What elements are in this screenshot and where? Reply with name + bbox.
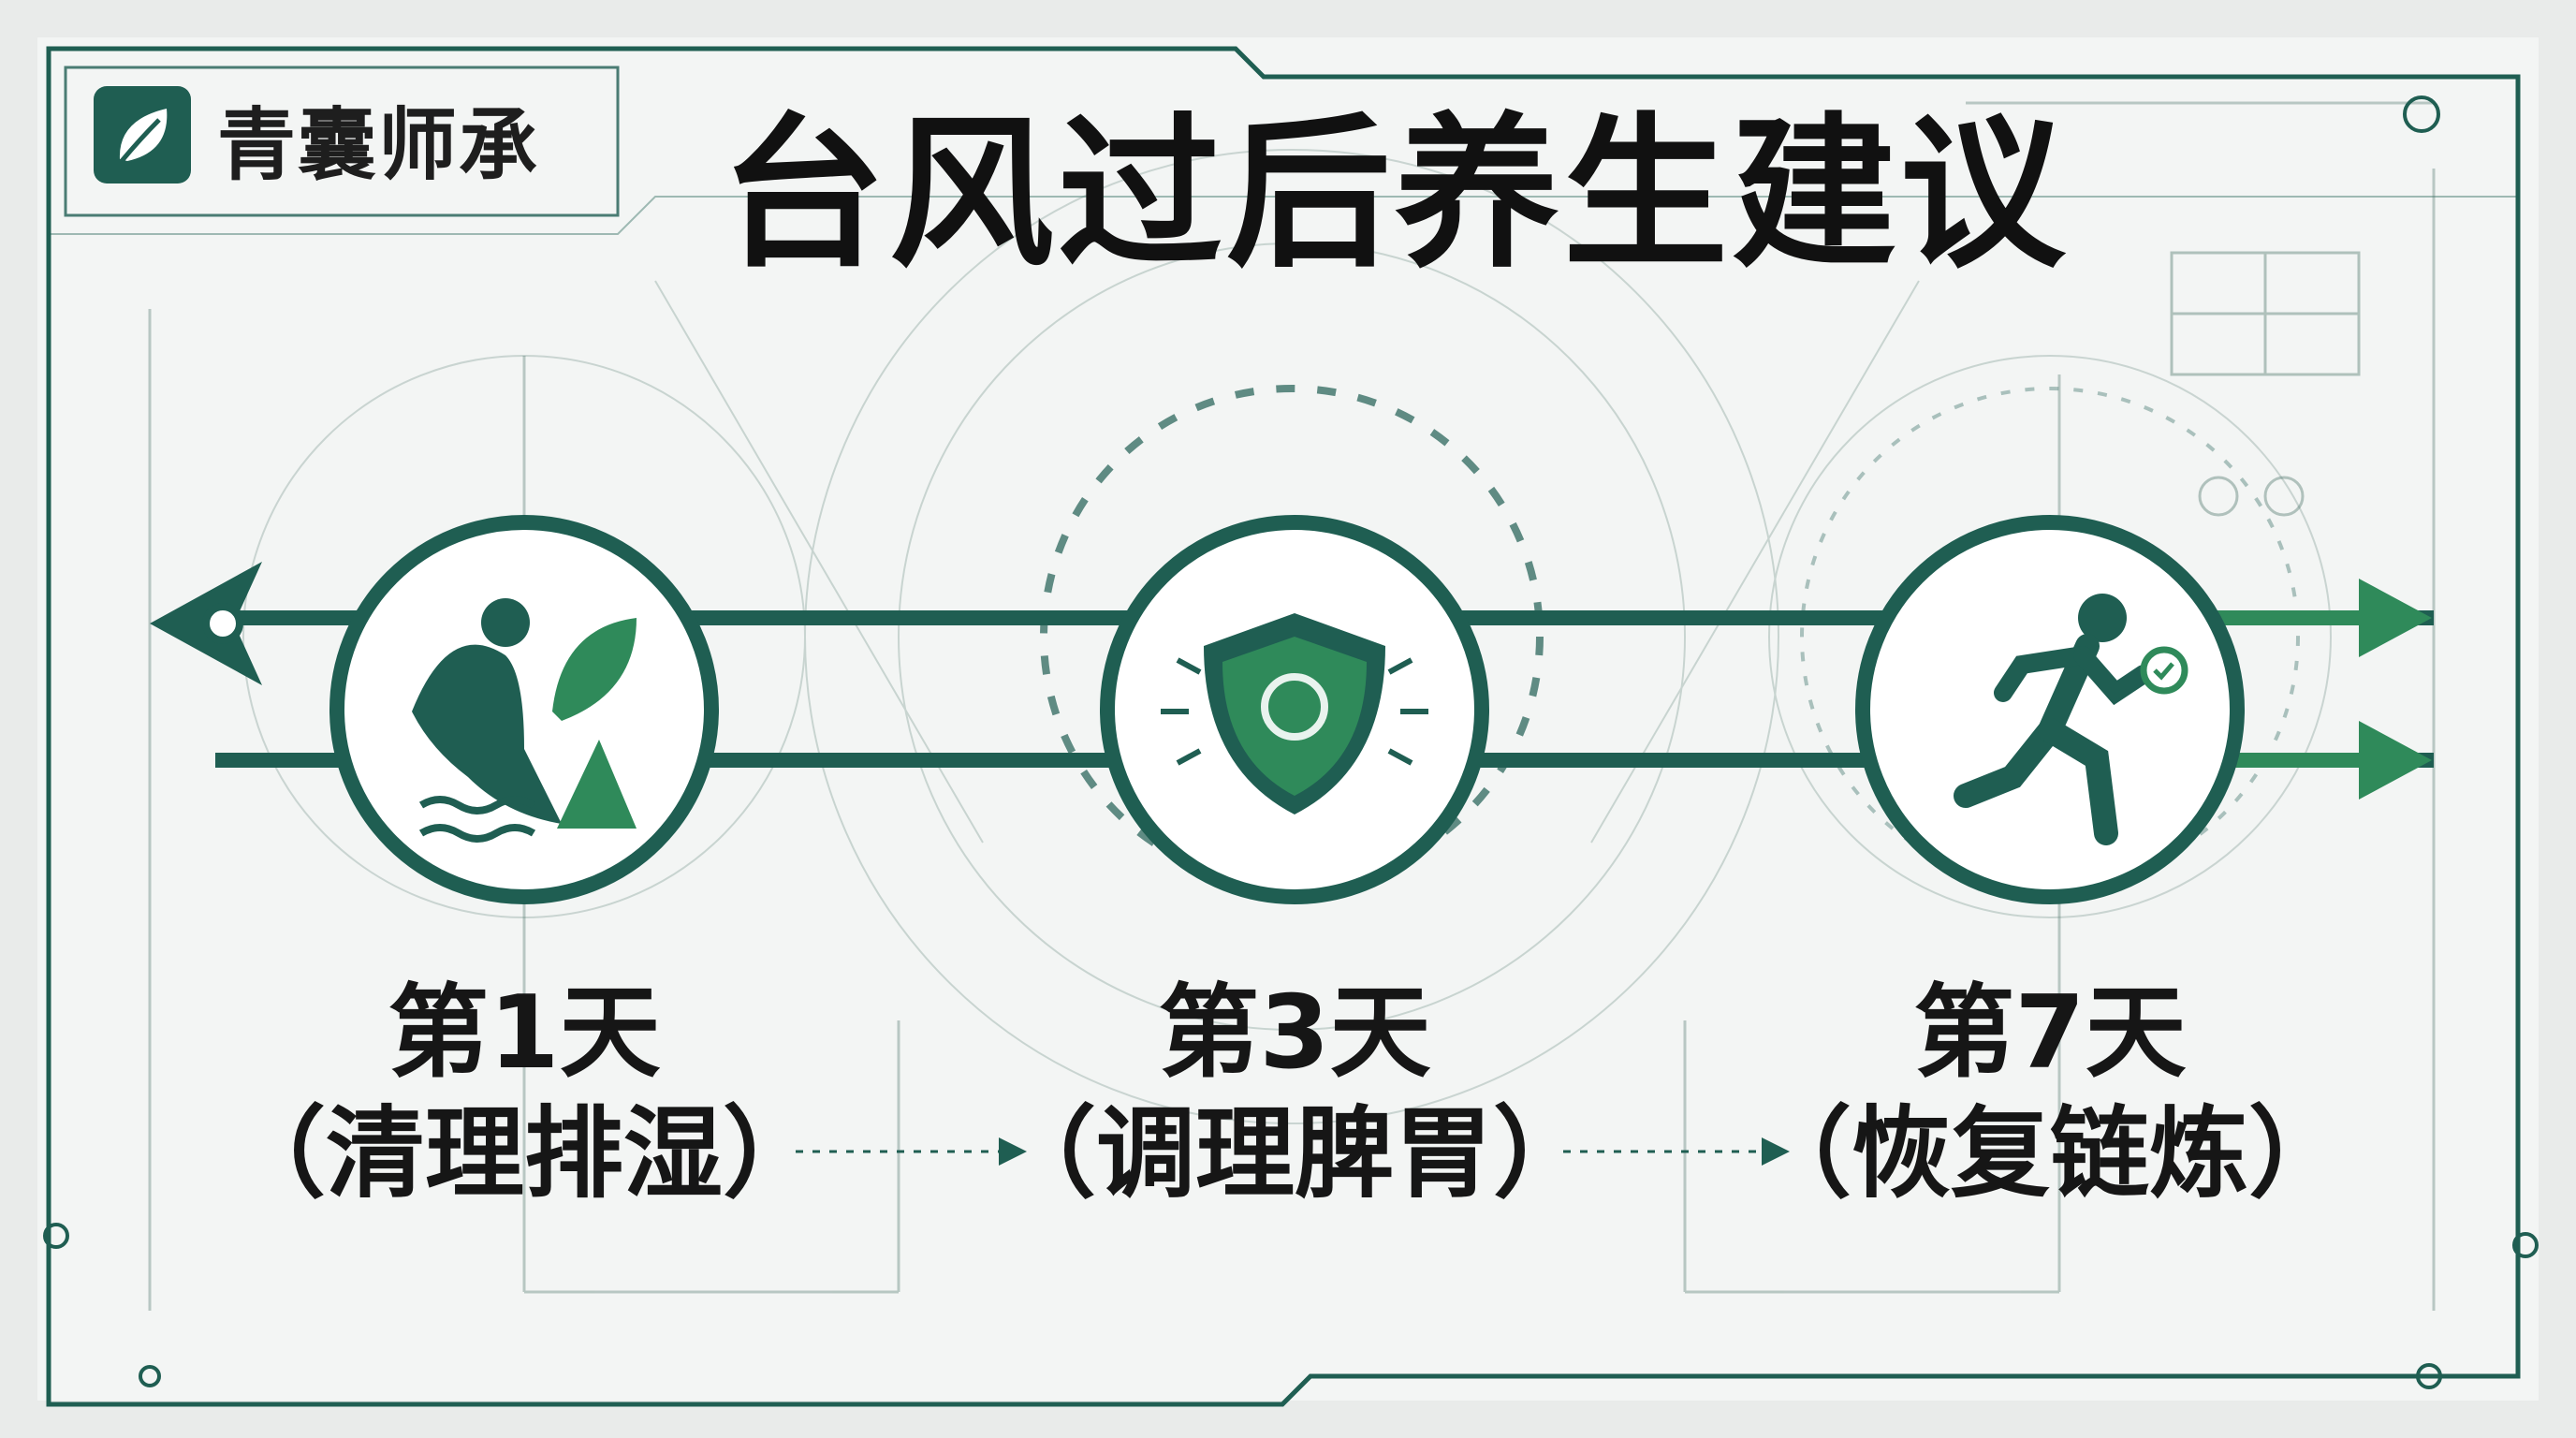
right-arrow-top-icon <box>2359 579 2432 657</box>
stage-1-desc: （清理排湿） <box>227 1096 822 1211</box>
stage-1-day: 第1天 <box>388 975 661 1092</box>
stage-2-desc: （调理脾胃） <box>997 1096 1592 1211</box>
brand-logo <box>94 86 191 183</box>
stage-3-desc: （恢复链炼） <box>1752 1096 2348 1211</box>
stage-2-day: 第3天 <box>1158 975 1431 1092</box>
water-plant-icon <box>412 598 637 843</box>
leaf-icon <box>119 109 168 163</box>
stage-1-circle <box>329 515 719 904</box>
page-title: 台风过后养生建议 <box>721 98 2070 290</box>
shield-icon <box>1161 613 1428 814</box>
running-person-icon <box>1954 594 2188 845</box>
brand-name: 青囊师承 <box>217 99 540 191</box>
right-arrow-bottom-icon <box>2359 721 2432 800</box>
stage-3-day: 第7天 <box>1913 975 2187 1092</box>
